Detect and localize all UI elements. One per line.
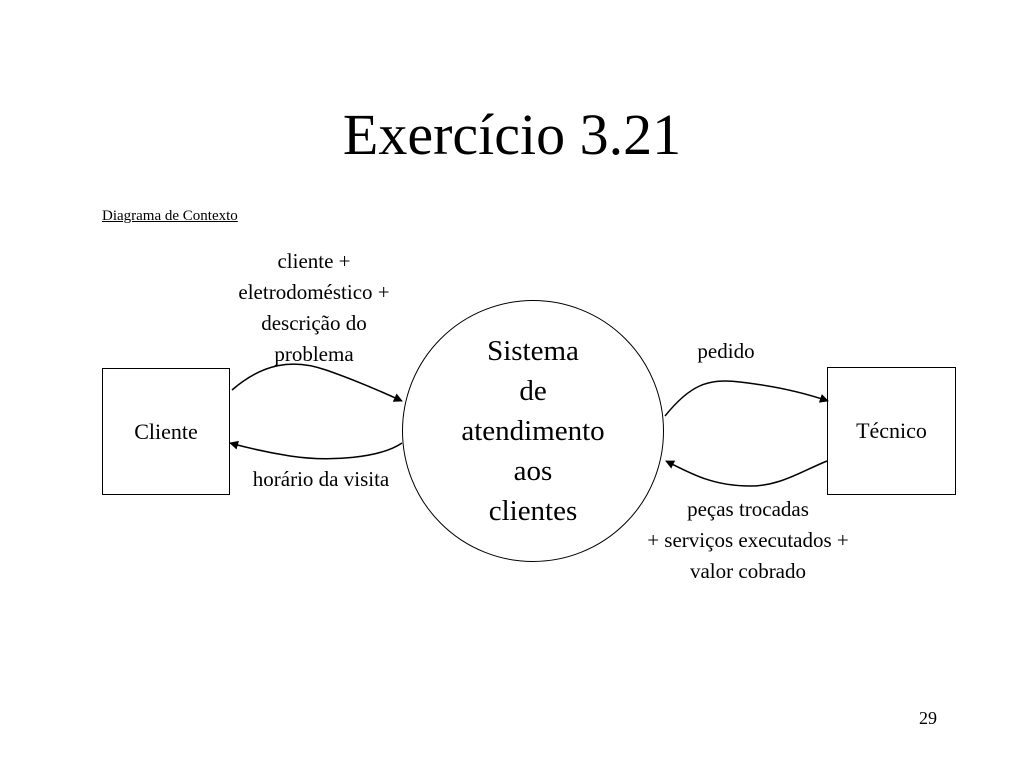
flow-label-technician-to-system: peças trocadas + serviços executados + v…: [600, 494, 896, 587]
flow-label-line: cliente +: [277, 249, 351, 273]
flow-label-client-to-system: cliente + eletrodoméstico + descrição do…: [200, 246, 428, 370]
flow-label-line: problema: [274, 342, 354, 366]
arrow-system-to-client: [229, 440, 403, 460]
page-number: 29: [919, 708, 937, 728]
process-label-line: de: [519, 375, 547, 407]
flow-label-system-to-technician: pedido: [670, 336, 782, 367]
flow-label-line: valor cobrado: [689, 559, 807, 583]
flow-label-line: pedido: [697, 339, 755, 363]
process-circle: Sistema de atendimento aos clientes: [402, 300, 664, 562]
flow-label-line: + serviços executados +: [647, 528, 849, 552]
entity-label-client: Cliente: [134, 418, 198, 444]
flow-label-line: descrição do: [261, 311, 367, 335]
process-label-line: clientes: [488, 495, 578, 527]
arrow-client-to-system: [231, 363, 403, 402]
flow-label-system-to-client: horário da visita: [228, 464, 414, 495]
flow-label-line: peças trocadas: [687, 497, 809, 521]
external-entity-technician: Técnico: [827, 367, 956, 495]
slide-title: Exercício 3.21: [342, 102, 682, 167]
diagram-subtitle: Diagrama de Contexto: [102, 208, 238, 224]
process-label-line: Sistema: [487, 335, 579, 367]
flow-label-line: horário da visita: [252, 467, 390, 491]
entity-label-technician: Técnico: [856, 418, 927, 443]
flow-label-line: eletrodoméstico +: [238, 280, 390, 304]
arrow-system-to-technician: [664, 380, 829, 417]
external-entity-client: Cliente: [102, 368, 230, 495]
arrow-technician-to-system: [665, 460, 828, 487]
process-label-line: atendimento: [461, 415, 605, 447]
process-label-line: aos: [513, 455, 553, 487]
